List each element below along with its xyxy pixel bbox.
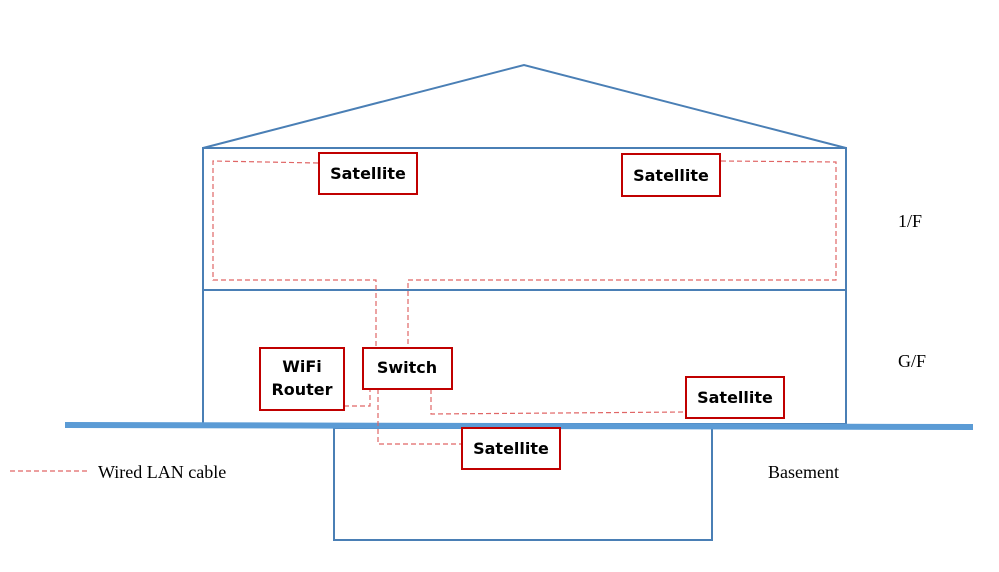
legend-cable-label: Wired LAN cable bbox=[98, 462, 226, 482]
roof bbox=[202, 63, 847, 149]
floor-label-1f: 1/F bbox=[898, 211, 922, 231]
satellite-1f-left-label: Satellite bbox=[330, 164, 406, 183]
wifi-router: WiFi Router bbox=[259, 347, 345, 411]
switch: Switch bbox=[362, 347, 453, 390]
satellite-1f-right-label: Satellite bbox=[633, 166, 709, 185]
satellite-1f-left: Satellite bbox=[318, 152, 418, 195]
cable-switch-to-gf-satellite bbox=[430, 389, 687, 415]
floor-label-basement: Basement bbox=[768, 462, 839, 482]
cable-switch-to-1f-right bbox=[407, 160, 837, 348]
legend: Wired LAN cable bbox=[10, 462, 226, 482]
first-floor bbox=[202, 147, 847, 291]
satellite-gf: Satellite bbox=[685, 376, 785, 419]
cable-switch-to-basement bbox=[377, 389, 462, 445]
satellite-gf-label: Satellite bbox=[697, 388, 773, 407]
cable-switch-to-1f-left bbox=[212, 160, 377, 348]
satellite-basement-label: Satellite bbox=[473, 439, 549, 458]
ground-line bbox=[64, 422, 974, 430]
floor-label-gf: G/F bbox=[898, 351, 926, 371]
satellite-1f-right: Satellite bbox=[621, 153, 721, 197]
satellite-basement: Satellite bbox=[461, 427, 561, 470]
lan-cables bbox=[212, 160, 837, 445]
wifi-router-label-line1: WiFi bbox=[282, 357, 322, 376]
wifi-router-label-line2: Router bbox=[271, 380, 332, 399]
cable-router-to-switch bbox=[344, 389, 371, 407]
switch-label: Switch bbox=[377, 358, 437, 377]
